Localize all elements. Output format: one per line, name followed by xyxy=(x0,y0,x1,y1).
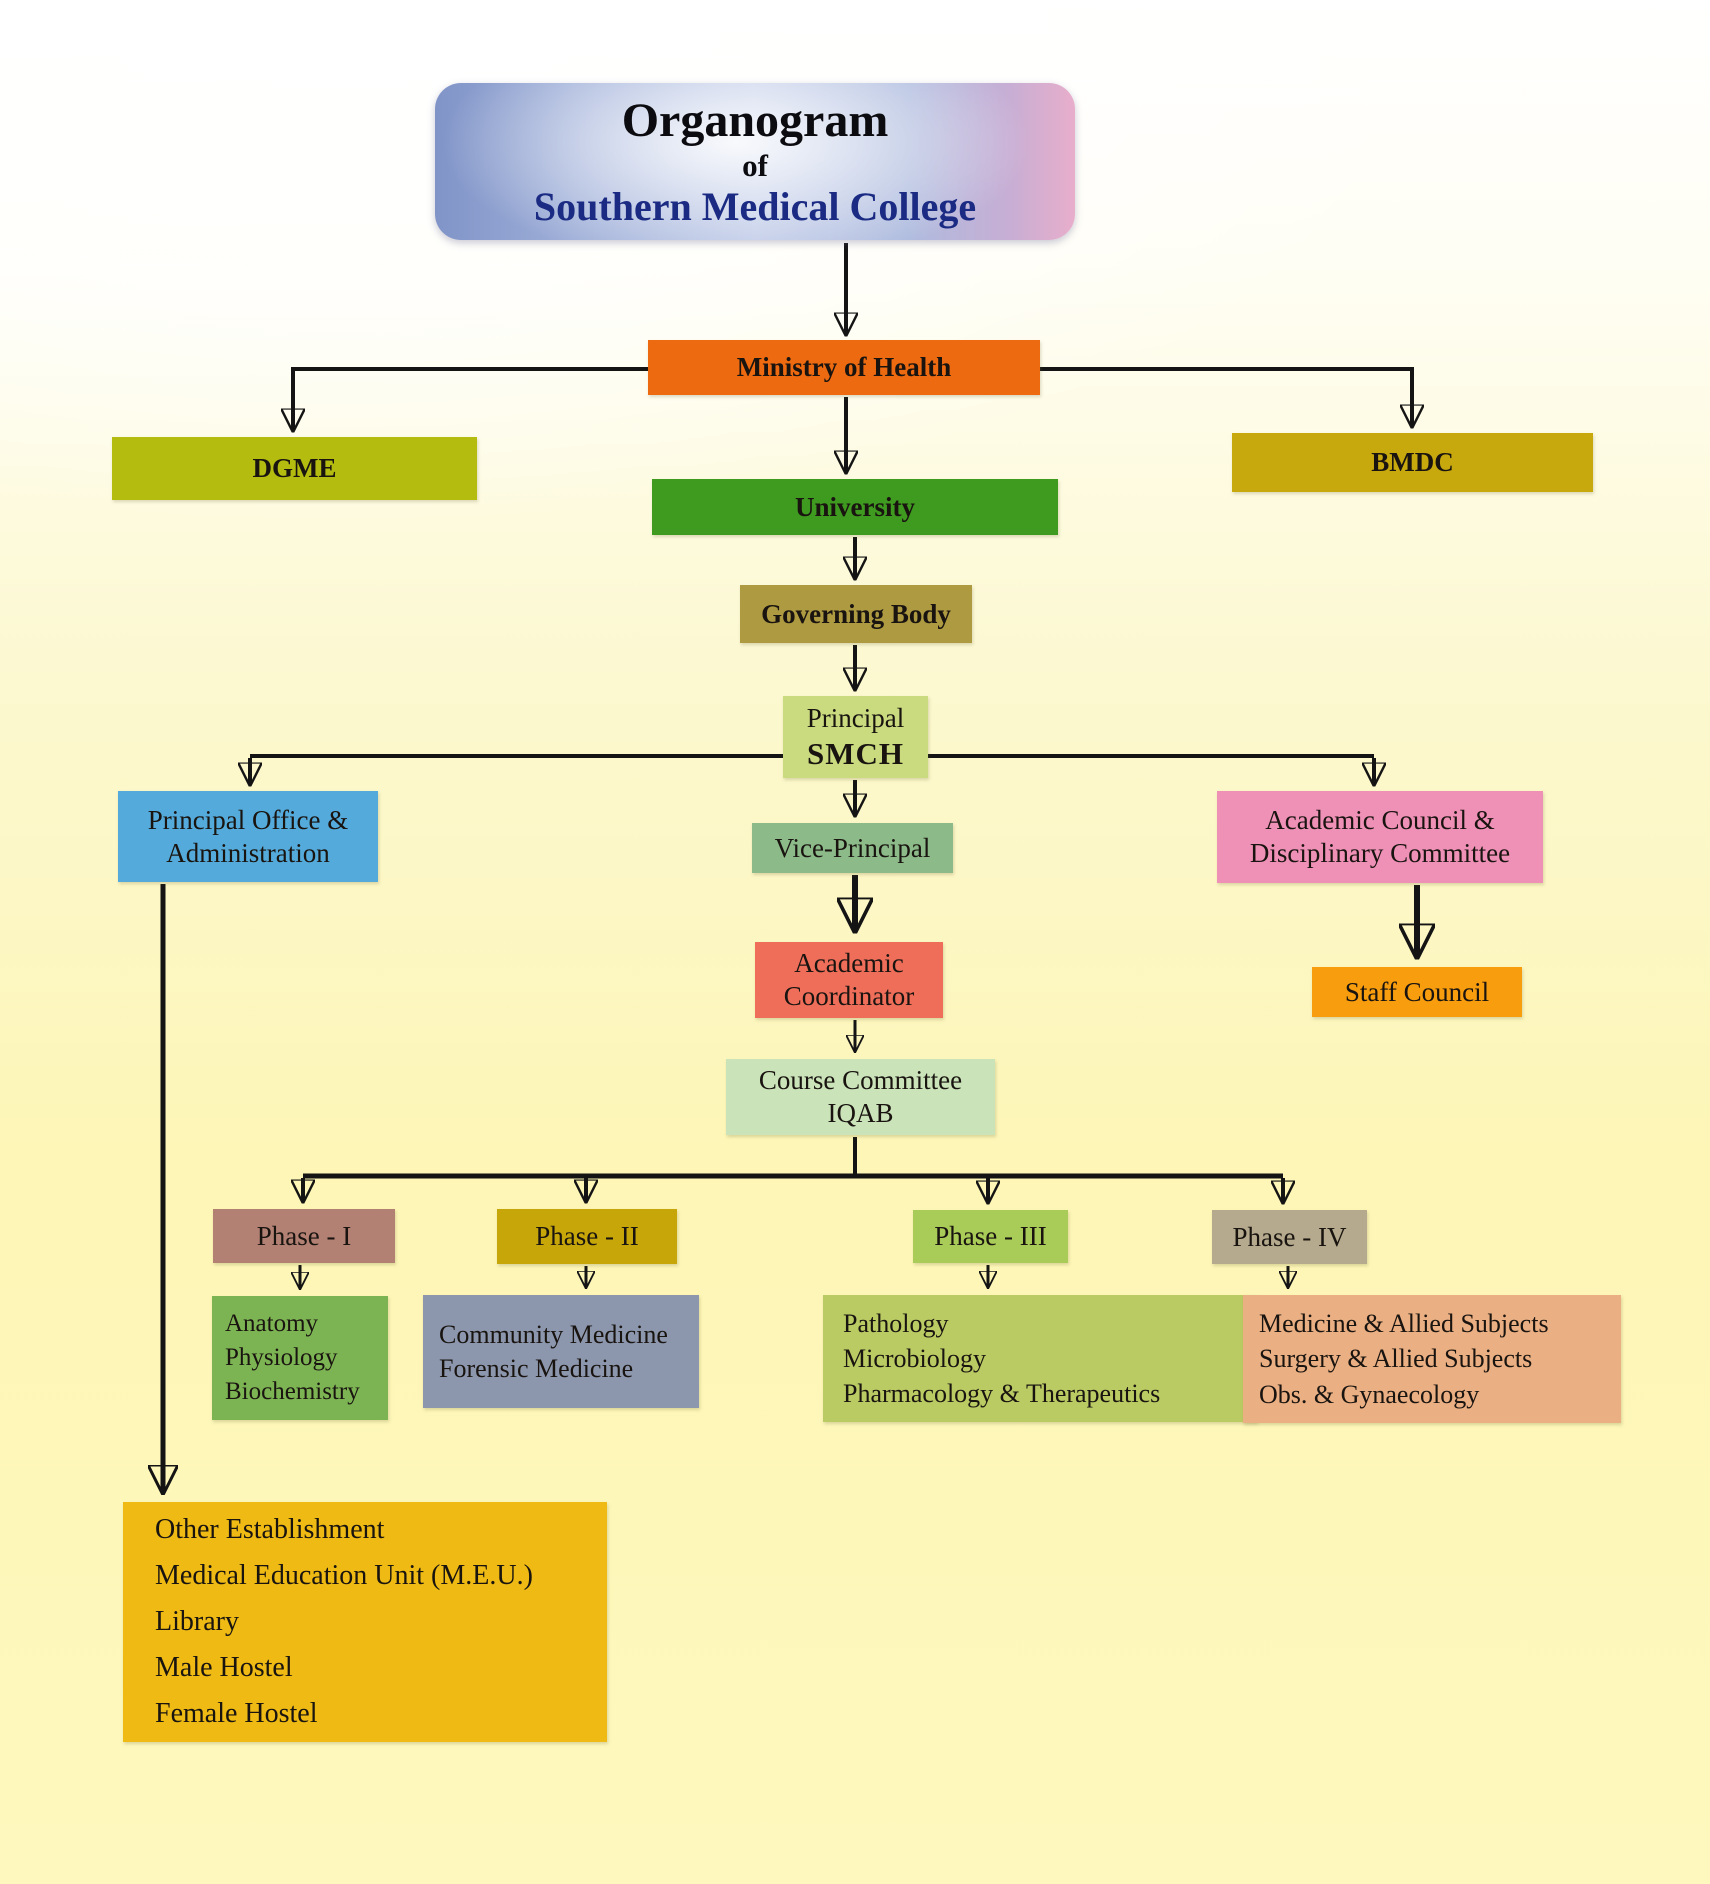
node-label-line-1: Academic xyxy=(794,948,904,979)
node-course-committee-iqab: Course Committee IQAB xyxy=(726,1059,995,1135)
subject-line: Medicine & Allied Subjects xyxy=(1259,1309,1549,1339)
title-line-3: Southern Medical College xyxy=(533,183,977,229)
node-phase4-subjects: Medicine & Allied Subjects Surgery & All… xyxy=(1243,1295,1621,1423)
node-principal-smch: Principal SMCH xyxy=(783,696,928,778)
node-label: University xyxy=(795,491,915,522)
other-line: Male Hostel xyxy=(155,1652,293,1684)
subject-line: Anatomy xyxy=(225,1310,319,1338)
node-phase2-subjects: Community Medicine Forensic Medicine xyxy=(423,1295,699,1408)
other-line: Female Hostel xyxy=(155,1698,318,1730)
node-phase-3: Phase - III xyxy=(913,1210,1068,1263)
subject-line: Pharmacology & Therapeutics xyxy=(843,1379,1161,1409)
other-line: Library xyxy=(155,1605,239,1637)
node-dgme: DGME xyxy=(112,437,477,500)
title-line-2: of xyxy=(742,148,768,184)
subject-line: Obs. & Gynaecology xyxy=(1259,1379,1480,1409)
node-label: Phase - III xyxy=(934,1221,1047,1252)
node-label-line-2: Coordinator xyxy=(783,981,915,1011)
title-line-1: Organogram xyxy=(621,94,889,148)
subject-line: Forensic Medicine xyxy=(439,1353,634,1383)
node-label: Phase - II xyxy=(535,1221,639,1252)
node-label-line-1: Course Committee xyxy=(758,1065,963,1096)
node-academic-coordinator: Academic Coordinator xyxy=(755,942,943,1018)
node-label-line-2: Disciplinary Committee xyxy=(1249,838,1511,868)
node-governing-body: Governing Body xyxy=(740,585,972,643)
node-academic-council-disciplinary-committee: Academic Council & Disciplinary Committe… xyxy=(1217,791,1543,883)
subject-line: Microbiology xyxy=(843,1343,986,1373)
subject-line: Surgery & Allied Subjects xyxy=(1259,1344,1533,1374)
title-box: Organogram of Southern Medical College xyxy=(435,83,1075,240)
connector-ministry-bmdc xyxy=(1038,367,1412,426)
node-university: University xyxy=(652,479,1058,535)
subject-line: Biochemistry xyxy=(225,1377,360,1405)
node-label-line-2: Administration xyxy=(166,837,330,868)
node-bmdc: BMDC xyxy=(1232,433,1593,492)
node-label-line-1: Principal xyxy=(806,702,905,733)
node-phase-4: Phase - IV xyxy=(1212,1210,1367,1264)
node-label: Ministry of Health xyxy=(736,352,952,383)
node-phase1-subjects: Anatomy Physiology Biochemistry xyxy=(212,1296,388,1420)
connector-ministry-dgme xyxy=(293,367,650,430)
other-line: Other Establishment xyxy=(155,1513,385,1545)
node-label: DGME xyxy=(252,453,337,484)
node-label-line-1: Principal Office & xyxy=(147,804,349,835)
node-label-line-2: SMCH xyxy=(807,735,904,771)
node-phase-1: Phase - I xyxy=(213,1209,395,1263)
node-label: Staff Council xyxy=(1344,976,1490,1007)
node-label: Phase - I xyxy=(256,1220,352,1251)
subject-line: Community Medicine xyxy=(439,1319,668,1349)
node-label-line-1: Academic Council & xyxy=(1265,805,1495,836)
node-label: Phase - IV xyxy=(1232,1221,1347,1252)
node-ministry-of-health: Ministry of Health xyxy=(648,340,1040,395)
node-phase3-subjects: Pathology Microbiology Pharmacology & Th… xyxy=(823,1295,1257,1422)
node-other-establishment: Other Establishment Medical Education Un… xyxy=(123,1502,607,1742)
subject-line: Pathology xyxy=(843,1308,949,1338)
node-label: Vice-Principal xyxy=(774,832,931,863)
subject-line: Physiology xyxy=(225,1344,338,1372)
other-line: Medical Education Unit (M.E.U.) xyxy=(155,1559,533,1591)
node-label: Governing Body xyxy=(761,598,951,629)
node-principal-office-administration: Principal Office & Administration xyxy=(118,791,378,882)
node-phase-2: Phase - II xyxy=(497,1209,677,1264)
node-vice-principal: Vice-Principal xyxy=(752,823,953,873)
node-label: BMDC xyxy=(1371,447,1454,478)
node-label-line-2: IQAB xyxy=(827,1098,894,1128)
node-staff-council: Staff Council xyxy=(1312,967,1522,1017)
